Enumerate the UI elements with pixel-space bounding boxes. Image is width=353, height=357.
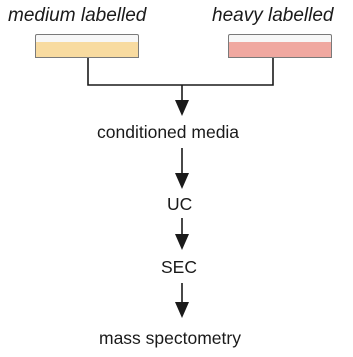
medium-labelled-label: medium labelled — [8, 5, 147, 26]
medium-dish-media — [35, 42, 139, 58]
arrow-1-head — [175, 100, 189, 116]
heavy-labelled-dish — [228, 34, 332, 58]
sec-label: SEC — [161, 257, 197, 277]
arrow-4-head — [175, 302, 189, 318]
arrow-3-head — [175, 234, 189, 250]
heavy-dish-media — [228, 42, 332, 58]
arrow-2-head — [175, 173, 189, 189]
mass-spectometry-label: mass spectometry — [99, 328, 241, 348]
uc-label: UC — [167, 194, 193, 214]
medium-labelled-dish — [35, 34, 139, 58]
heavy-labelled-label: heavy labelled — [212, 5, 334, 26]
bracket-connector — [87, 58, 274, 86]
conditioned-media-label: conditioned media — [97, 122, 240, 142]
